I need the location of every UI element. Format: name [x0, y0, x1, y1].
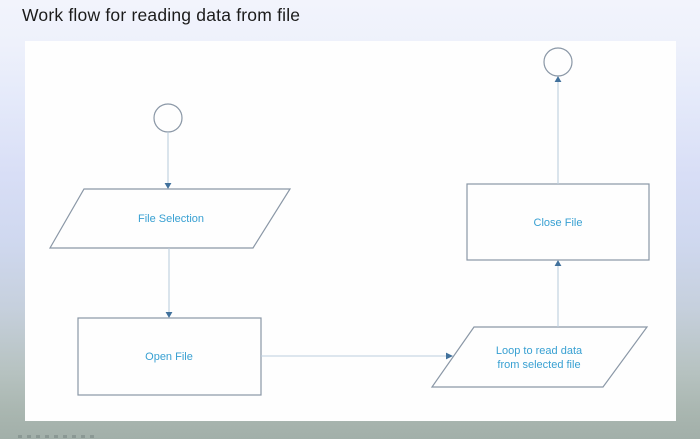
page-title: Work flow for reading data from file	[22, 5, 301, 25]
node-loop-read	[430, 326, 649, 388]
arrowhead-down-file-selection	[164, 183, 172, 189]
node-open-file-label: Open File	[145, 351, 193, 363]
arrowhead-up-end	[554, 76, 562, 82]
flowchart-svg: File Selection Open File Loop to read da…	[48, 47, 650, 396]
arrowhead-up-close-file	[554, 260, 562, 266]
start-terminator-circle	[153, 103, 183, 133]
bottom-edge-artifact	[18, 435, 98, 438]
node-loop-read-label-line2: from selected file	[497, 359, 580, 371]
end-terminator-circle	[543, 47, 573, 77]
node-file-selection	[48, 188, 292, 249]
node-loop-read-label-line1: Loop to read data	[496, 345, 583, 357]
node-open-file	[77, 317, 262, 396]
node-close-file	[466, 183, 650, 261]
arrowhead-right-loop	[446, 352, 453, 360]
node-close-file-label: Close File	[534, 217, 583, 229]
node-file-selection-label: File Selection	[138, 213, 204, 225]
arrowhead-down-open-file	[165, 312, 173, 318]
diagram-canvas: File Selection Open File Loop to read da…	[25, 41, 676, 421]
